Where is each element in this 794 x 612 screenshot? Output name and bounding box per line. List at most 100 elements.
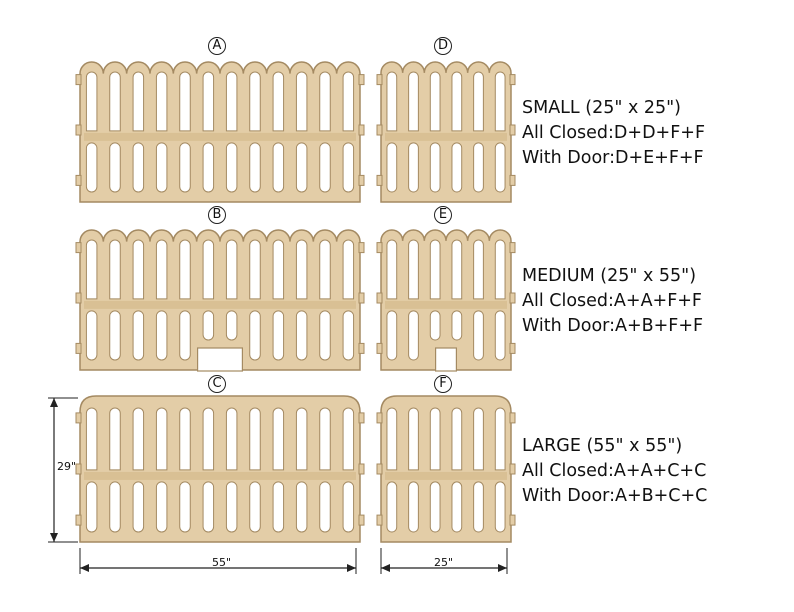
panel-slot-lower xyxy=(473,310,484,361)
panel-slot-lower xyxy=(295,142,308,193)
connector-tab-right xyxy=(509,342,516,354)
dimension-lines xyxy=(48,397,508,574)
door-notch xyxy=(435,347,458,372)
panel-slot-upper xyxy=(225,71,238,132)
panel-slot-upper xyxy=(249,407,261,471)
panel-slot-upper xyxy=(109,239,121,300)
connector-tab-right xyxy=(509,124,516,136)
connector-tab-left xyxy=(376,292,383,304)
panel-slot-upper xyxy=(408,71,419,132)
panel-label-d: D xyxy=(433,36,453,56)
size-small-block: SMALL (25" x 25") All Closed:D+D+F+F Wit… xyxy=(522,96,705,171)
height-arrow-bottom xyxy=(50,533,58,542)
panel-label-e: E xyxy=(433,205,453,225)
panel-slot-lower xyxy=(342,310,355,361)
width-small-arrow-left xyxy=(381,564,390,572)
panel-slot-lower xyxy=(272,481,285,533)
panel-slot-upper xyxy=(155,239,168,300)
panel-slot-upper xyxy=(155,407,168,471)
connector-tab-right xyxy=(358,292,365,304)
panel-slot-upper xyxy=(295,239,308,300)
panel-slot-lower xyxy=(132,310,145,361)
size-medium-closed: All Closed:A+A+F+F xyxy=(522,291,702,311)
panel-rail xyxy=(385,300,507,309)
panel-rail xyxy=(385,132,507,141)
connector-tab-left xyxy=(75,124,82,136)
panel-slot-lower xyxy=(132,142,145,193)
panel-slot-upper xyxy=(179,239,191,300)
connector-tab-right xyxy=(358,514,365,526)
panel-slot-lower xyxy=(494,142,506,193)
panel-rail xyxy=(84,132,356,141)
panel-slot-upper xyxy=(272,71,285,132)
panel-rail xyxy=(84,471,356,480)
panel-slot-lower xyxy=(451,481,463,533)
panel-slot-lower xyxy=(451,310,463,341)
panel-slot-lower xyxy=(319,481,331,533)
width-small-arrow-right xyxy=(498,564,507,572)
connector-tab-right xyxy=(358,412,365,424)
fence-panel-e xyxy=(376,229,516,372)
panel-slot-lower xyxy=(386,142,398,193)
panel-slot-upper xyxy=(202,71,215,132)
size-large-closed: All Closed:A+A+C+C xyxy=(522,461,707,481)
size-small-closed: All Closed:D+D+F+F xyxy=(522,123,706,143)
width-large-arrow-left xyxy=(80,564,89,572)
panel-slot-lower xyxy=(272,142,285,193)
fence-panel-a xyxy=(75,61,365,203)
connector-tab-left xyxy=(376,342,383,354)
connector-tab-left xyxy=(376,124,383,136)
panel-slot-upper xyxy=(451,71,463,132)
panel-slot-lower xyxy=(272,310,285,361)
connector-tab-left xyxy=(75,514,82,526)
panel-slot-upper xyxy=(295,407,308,471)
panel-slot-lower xyxy=(249,310,261,361)
panel-slot-upper xyxy=(386,239,398,300)
panel-slot-lower xyxy=(202,142,215,193)
panel-label-c: C xyxy=(207,374,227,394)
connector-tab-right xyxy=(509,514,516,526)
panel-slot-lower xyxy=(494,481,506,533)
panel-slot-upper xyxy=(473,71,484,132)
connector-tab-right xyxy=(509,174,516,186)
panel-slot-upper xyxy=(132,71,145,132)
panel-slot-upper xyxy=(132,239,145,300)
panel-slot-upper xyxy=(408,239,419,300)
connector-tab-left xyxy=(75,292,82,304)
connector-tab-left xyxy=(75,463,82,475)
size-small-title: SMALL (25" x 25") xyxy=(522,98,682,118)
connector-tab-left xyxy=(75,412,82,424)
panel-slot-lower xyxy=(85,142,98,193)
panel-slot-upper xyxy=(109,407,121,471)
connector-tab-left xyxy=(376,412,383,424)
connector-tab-left xyxy=(75,342,82,354)
panel-slot-upper xyxy=(429,71,441,132)
panel-slot-lower xyxy=(109,142,121,193)
panel-board xyxy=(79,395,361,543)
connector-tab-right xyxy=(358,124,365,136)
panel-label-b: B xyxy=(207,205,227,225)
panel-slot-upper xyxy=(342,71,355,132)
panel-slot-lower xyxy=(109,481,121,533)
panel-slot-upper xyxy=(202,407,215,471)
panel-slot-lower xyxy=(429,310,441,341)
panel-slot-upper xyxy=(179,407,191,471)
panel-slot-upper xyxy=(249,71,261,132)
size-large-title: LARGE (55" x 55") xyxy=(522,436,683,456)
connector-tab-right xyxy=(509,242,516,254)
panel-label-a: A xyxy=(207,36,227,56)
fence-panel-d xyxy=(376,61,516,203)
connector-tab-right xyxy=(358,342,365,354)
panel-slot-lower xyxy=(342,142,355,193)
fence-panel-c xyxy=(75,395,365,543)
panel-slot-upper xyxy=(249,239,261,300)
panel-slot-lower xyxy=(179,481,191,533)
panel-slot-upper xyxy=(319,407,331,471)
panel-slot-lower xyxy=(155,310,168,361)
panel-slot-upper xyxy=(272,239,285,300)
panel-slot-upper xyxy=(272,407,285,471)
panel-slot-lower xyxy=(85,310,98,361)
panel-slot-lower xyxy=(408,481,419,533)
panel-slot-upper xyxy=(85,71,98,132)
